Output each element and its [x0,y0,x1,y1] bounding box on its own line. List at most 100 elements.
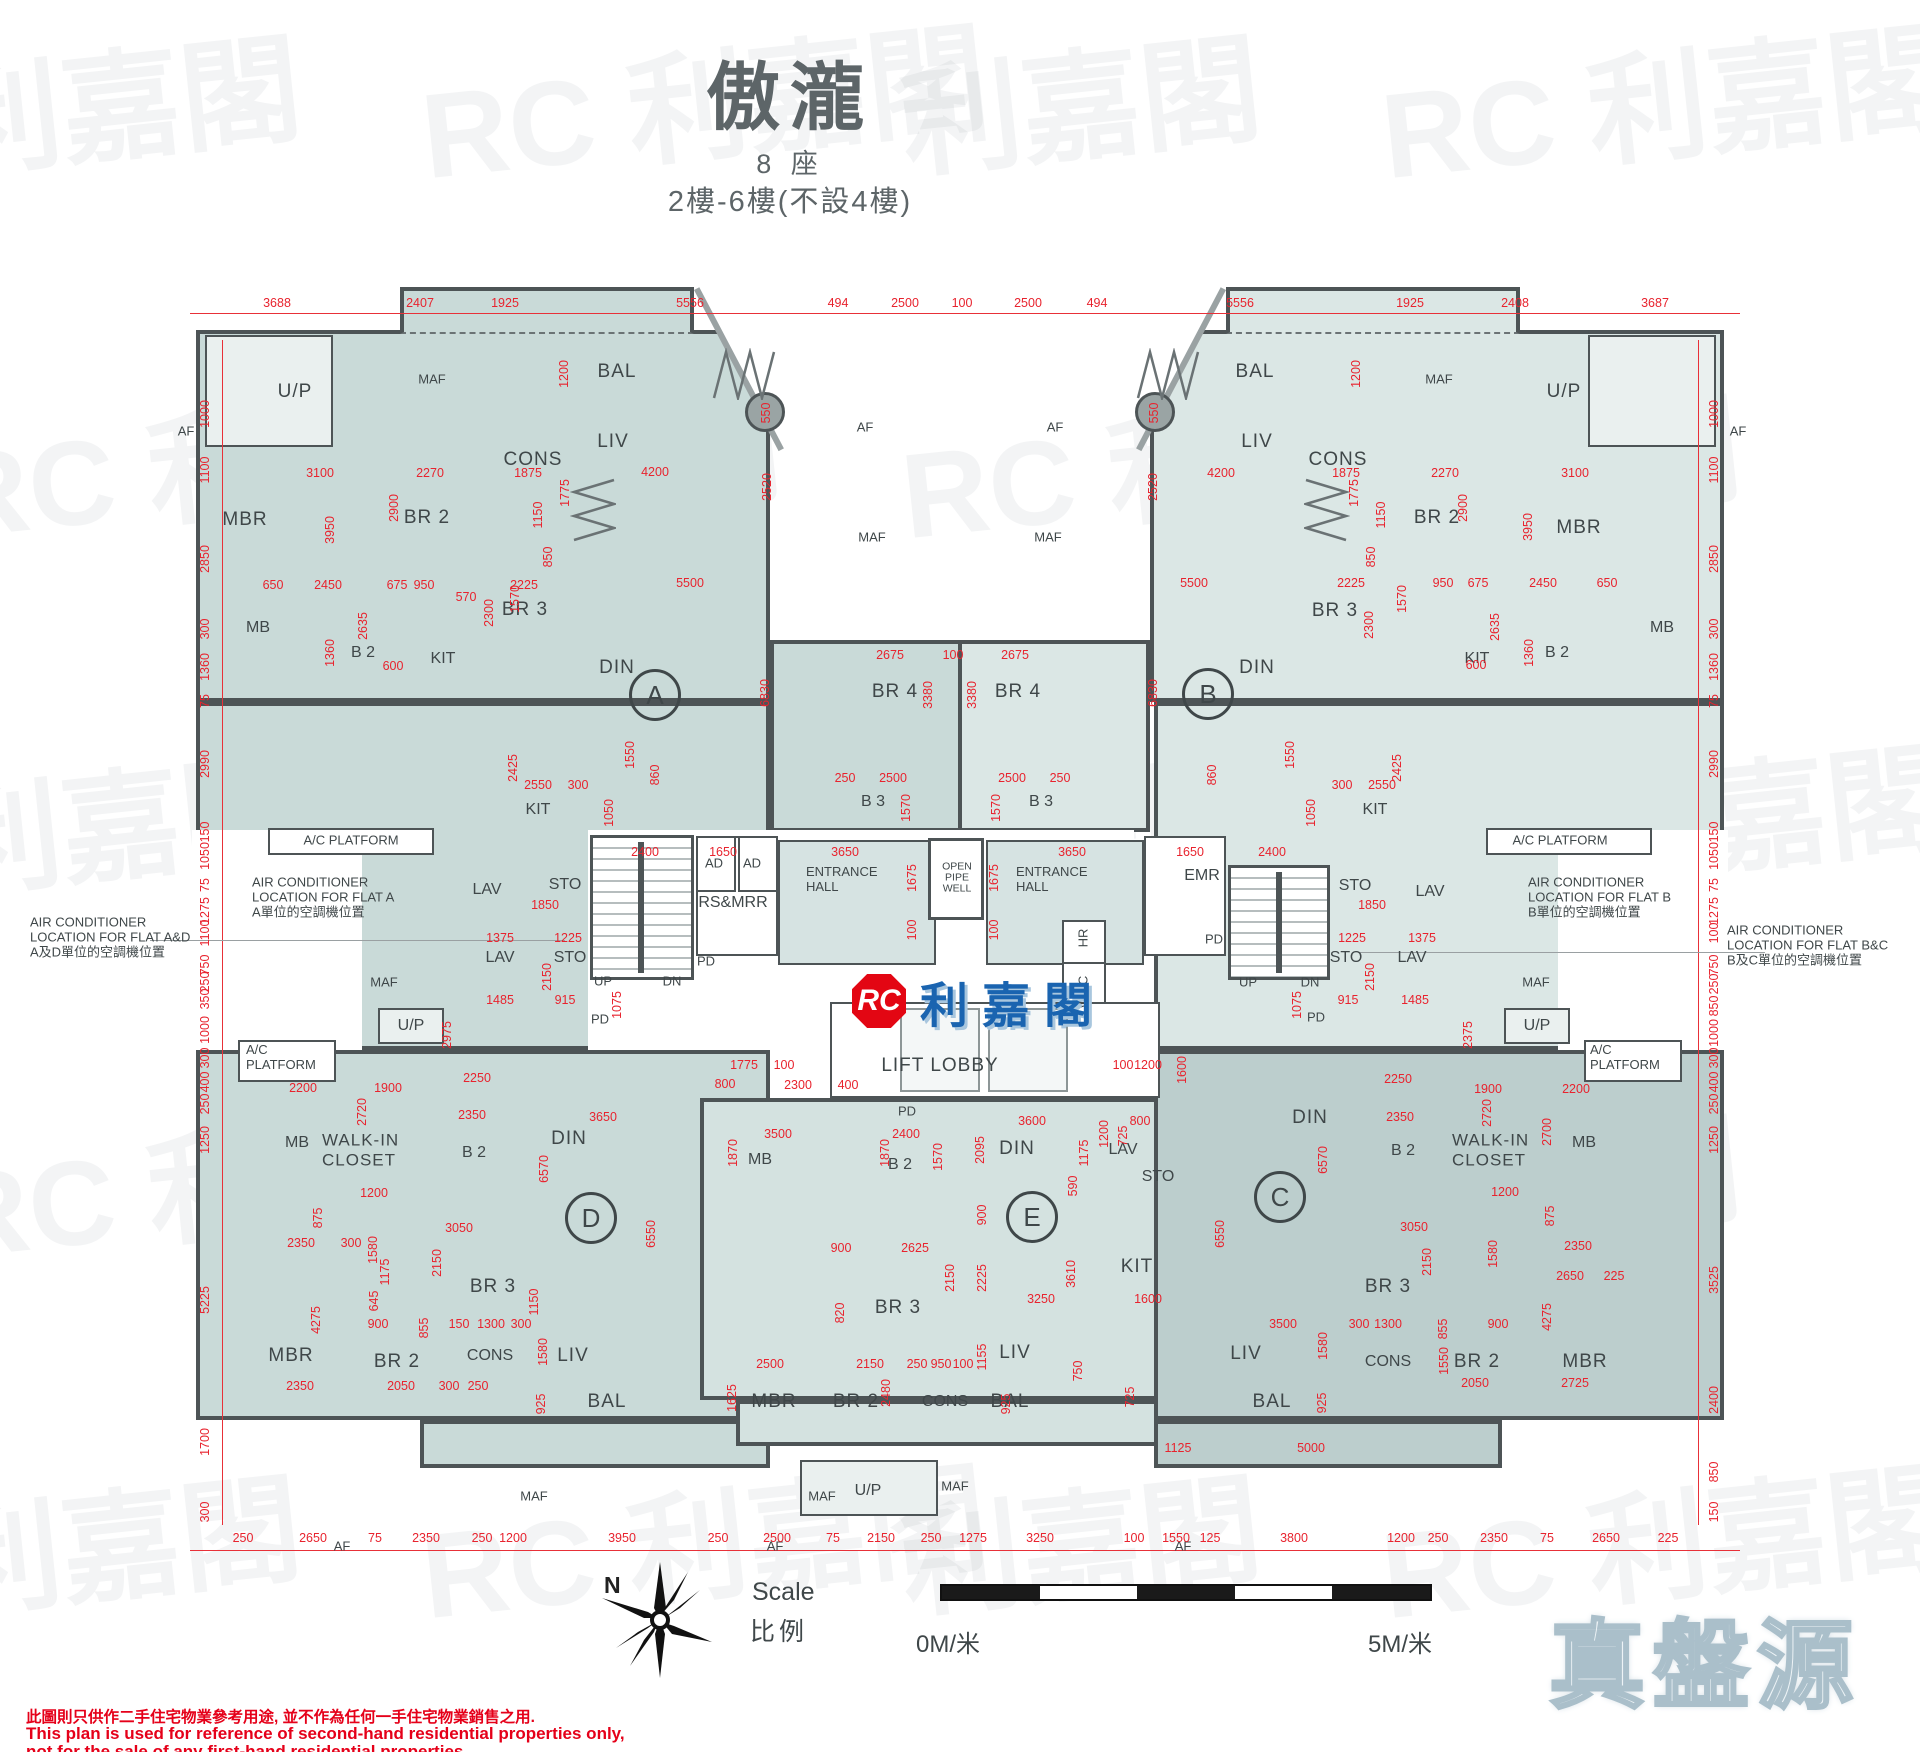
dim-label: 75 [1707,878,1721,892]
dim-label: 1570 [931,1143,945,1171]
plan-label: A/C PLATFORM [246,1042,316,1072]
dim-label: 1000 [1707,400,1721,428]
dim-label: 4200 [641,465,669,479]
dim-label: 2650 [1556,1269,1584,1283]
dim-label: 150 [1707,1501,1721,1523]
plan-label: LAV [485,948,515,966]
dim-label: 750 [1071,1360,1085,1382]
dim-label: 1775 [1347,479,1361,507]
dim-label: 100 [1707,922,1721,944]
plan-label: B 2 [350,643,376,661]
dim-label: 2500 [756,1357,784,1371]
dim-label: 950 [930,1357,952,1371]
dim-label: 2625 [901,1241,929,1255]
dim-label: 4200 [1207,466,1235,480]
dim-label: 1485 [1401,993,1429,1007]
dim-label: 1870 [878,1139,892,1167]
dim-label: 1550 [1437,1347,1451,1375]
dim-label: 2407 [406,296,434,310]
plan-label: MAF [520,1488,548,1504]
flat-circle-c: C [1254,1171,1306,1223]
plan-label: BAL [1252,1391,1292,1413]
plan-label: BR 2 [1413,507,1461,529]
plan-label: MBR [222,509,268,531]
dim-label: 3380 [965,681,979,709]
dim-label: 100 [952,1357,974,1371]
dim-label: 2675 [876,648,904,662]
page-title: 傲瀧 [706,56,874,139]
dim-label: 850 [1364,546,1378,568]
dim-label: 1700 [198,1428,212,1456]
plan-label: HR [1075,928,1091,948]
dim-label: 900 [975,1204,989,1226]
dim-label: 300 [1707,1047,1721,1069]
plan-label: MAF [418,371,446,387]
dim-label: 1550 [1283,741,1297,769]
lift-1 [900,1008,980,1092]
dim-label: 900 [830,1241,852,1255]
dim-label: 250 [232,1531,254,1545]
plan-label: BR 2 [403,507,451,529]
dim-label: 2650 [1592,1531,1620,1545]
plan-label: BAL [587,1391,627,1413]
ac-platform-bottom-right [1584,1040,1682,1082]
hr-wmc-divider [1062,962,1106,964]
plan-label: DIN [551,1128,587,1150]
plan-label: BR 2 [832,1391,880,1413]
dim-label: 820 [833,1302,847,1324]
plan-label: AIR CONDITIONER LOCATION FOR FLAT B B單位的… [1528,874,1672,920]
dim-label: 1900 [1474,1082,1502,1096]
dim-label: 3950 [608,1531,636,1545]
dim-label: 250 [471,1531,493,1545]
dim-label: 860 [648,764,662,786]
dim-label: 1625 [725,1384,739,1412]
dim-label: 2550 [524,778,552,792]
dim-label: 1570 [1395,585,1409,613]
dim-label: 915 [554,993,576,1007]
dim-label: 2250 [463,1071,491,1085]
dim-label: 570 [455,590,477,604]
plan-label: MAF [370,974,398,990]
plan-label: CONS [921,1392,969,1410]
plan-label: MBR [1562,1351,1608,1373]
plan-label: AF [856,419,874,435]
dim-label: 3600 [1018,1114,1046,1128]
disclaimer-en-line2: not for the sale of any first-hand resid… [26,1742,469,1752]
dim-label: 750 [1707,954,1721,976]
plan-label: CONS [466,1346,514,1364]
flat-circle-b: B [1182,668,1234,720]
dim-label: 1570 [508,585,522,613]
dim-label: 150 [198,821,212,843]
dim-label: 3950 [1521,513,1535,541]
ad-duct-2 [738,836,778,892]
dim-label: 100 [1123,1531,1145,1545]
bottom-up-area [800,1460,938,1516]
dim-label: 6830 [1146,679,1160,707]
ac-platform-top-right [1486,828,1652,855]
dim-label: 1570 [899,794,913,822]
dim-label: 250 [906,1357,928,1371]
dim-rail-bottom [190,1550,1740,1551]
plan-label: PD [1306,1009,1326,1025]
dim-label: 2150 [867,1531,895,1545]
plan-label: UP [1238,974,1258,990]
lift-2 [988,1008,1068,1092]
dim-label: 2200 [289,1081,317,1095]
flat-circle-e: E [1006,1191,1058,1243]
floors-subtitle: 2樓-6樓(不設4樓) [667,186,913,218]
outside-left [192,830,362,1052]
dim-label: 2095 [973,1136,987,1164]
plan-label: U/P [277,381,313,403]
dim-label: 2350 [412,1531,440,1545]
plan-label: LIV [597,431,629,453]
ricacorp-logo-text: 利嘉閣 [920,980,1107,1033]
dim-label: 3050 [445,1221,473,1235]
dim-label: 4275 [1540,1303,1554,1331]
plan-label: AD [704,855,724,871]
scale-zero-label: 0M/米 [916,1631,981,1658]
dim-label: 900 [1487,1317,1509,1331]
dim-label: 2350 [458,1108,486,1122]
dim-label: 1580 [1486,1240,1500,1268]
dim-label: 2150 [856,1357,884,1371]
dim-label: 75 [198,694,212,708]
